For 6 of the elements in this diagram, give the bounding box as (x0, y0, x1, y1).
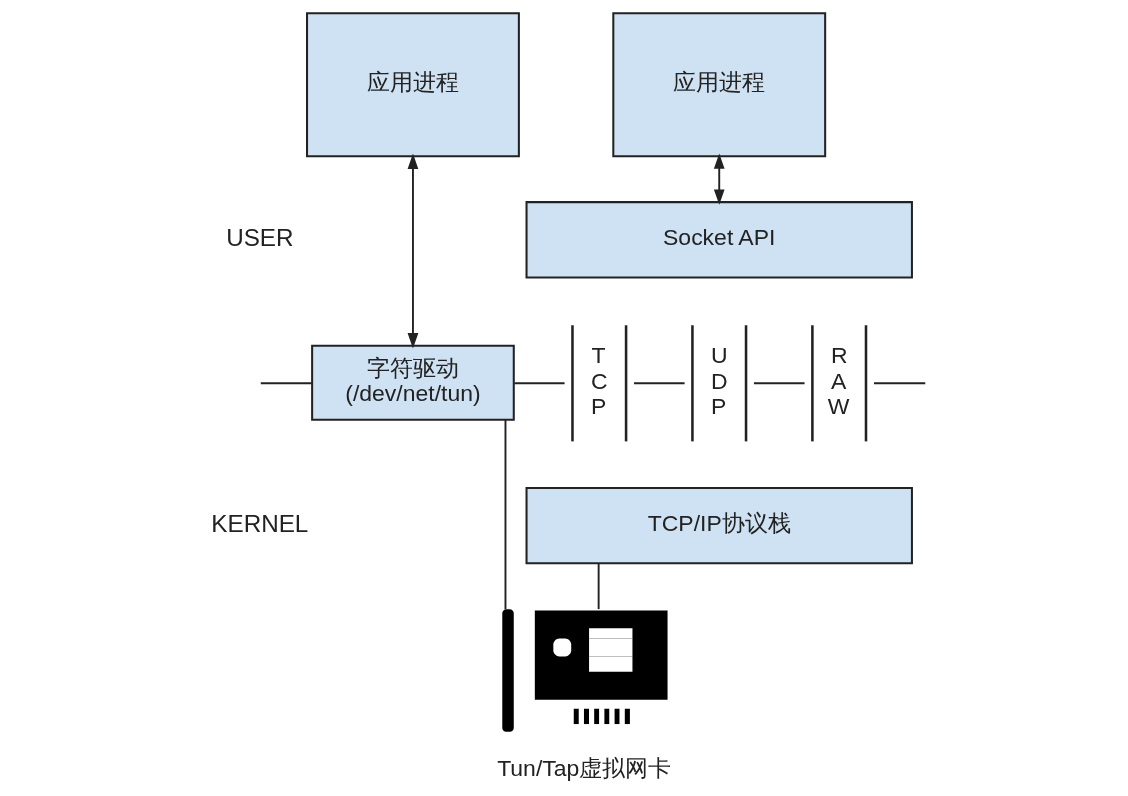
node-text: TCP (590, 342, 608, 420)
label: KERNEL (211, 509, 309, 537)
node-text: RAW (827, 342, 850, 420)
label: USER (226, 223, 294, 251)
node-text: UDP (710, 342, 728, 420)
node-label: Tun/Tap虚拟网卡 (497, 754, 672, 781)
